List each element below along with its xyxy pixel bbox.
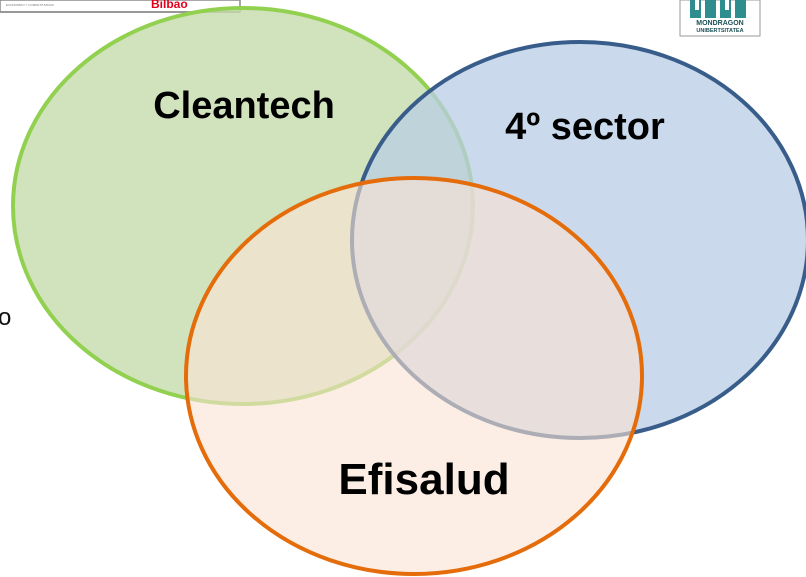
label-cleantech: Cleantech	[153, 85, 335, 127]
logo-right-line2: UNIBERTSITATEA	[696, 28, 743, 34]
label-4-sector: 4º sector	[505, 106, 665, 148]
logo-right-line1: MONDRAGON	[696, 20, 743, 27]
logo-left-caption: ECONOMIKO Y COMPETITIVIDAD	[6, 3, 55, 7]
mondragon-logo-icon	[690, 0, 746, 18]
circle-efisalud	[184, 176, 644, 576]
label-efisalud: Efisalud	[338, 455, 509, 504]
logo-left-city: Bilbao	[151, 0, 188, 11]
side-text-fragment: o	[0, 304, 11, 331]
logo-right: MONDRAGON UNIBERTSITATEA	[679, 0, 761, 37]
